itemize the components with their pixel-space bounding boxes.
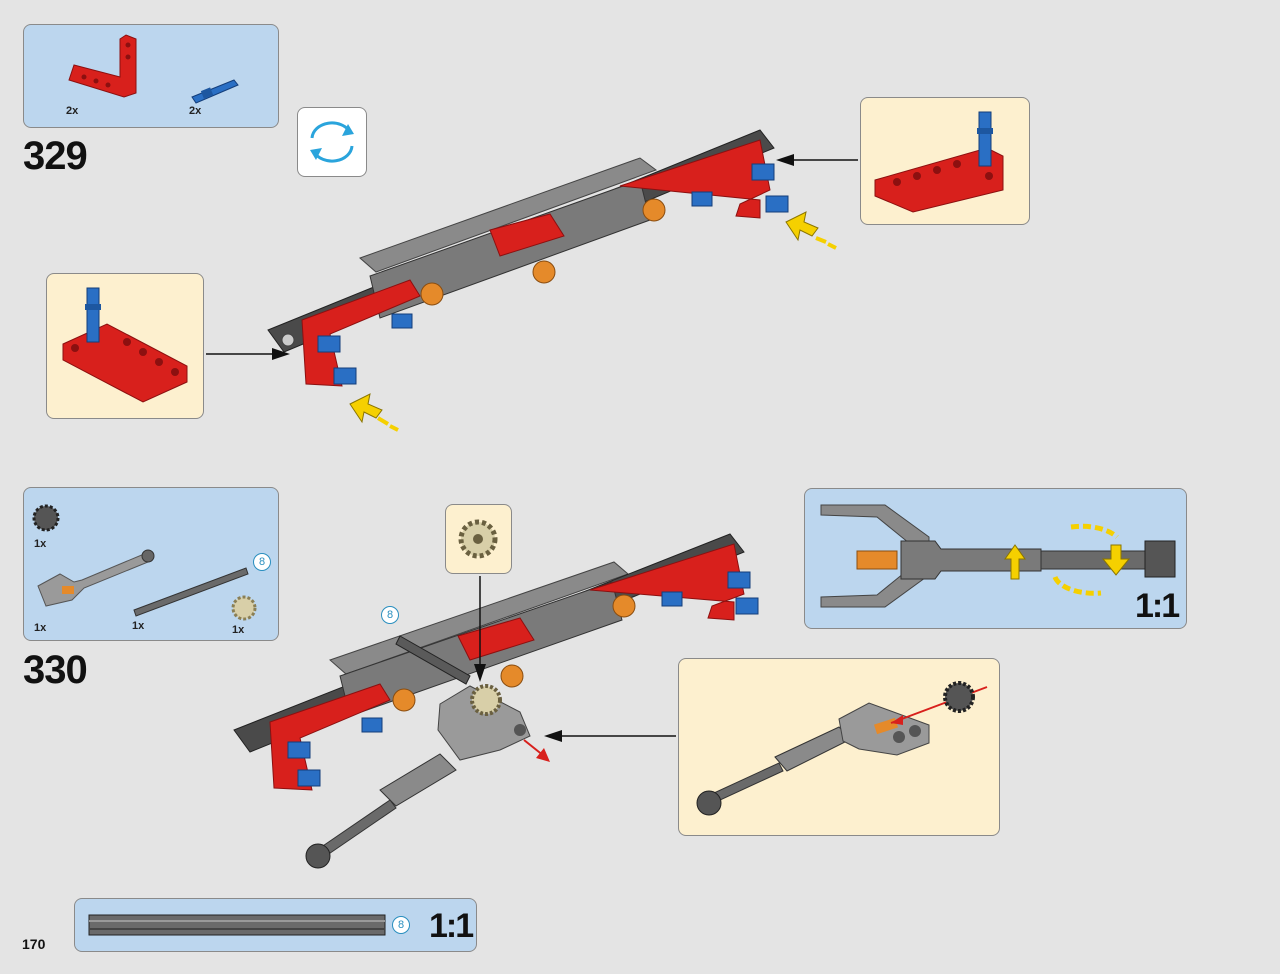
rotate-model-icon: [310, 121, 354, 163]
step-330-model: [233, 533, 759, 869]
grey-axle-art: [88, 914, 386, 936]
tan-gear-qty: 1x: [232, 624, 245, 636]
step-330-parts-art: [32, 504, 257, 621]
red-beam-with-pin-art: [62, 287, 188, 403]
shock-absorber-part: [37, 549, 155, 607]
tan-gear-icon: [458, 519, 498, 559]
dark-gear-qty: 1x: [34, 538, 47, 550]
axle-length-badge: 8: [392, 916, 410, 934]
axle-length-badge: 8: [253, 553, 271, 571]
step-330-number: 330: [23, 648, 88, 692]
shock-absorber-detail-art: [820, 504, 1176, 608]
step-329-callout-left: [46, 273, 204, 419]
axle-ratio-callout: 8 1:1: [74, 898, 477, 952]
shock-absorber-assembly-art: [696, 681, 988, 816]
blue-axle-pin-part: [191, 79, 239, 104]
shock-absorber-qty: 1x: [34, 622, 47, 634]
tan-gear-part: [231, 595, 257, 621]
step-330-parts-list: 1x 1x 1x 1x 8: [23, 487, 279, 641]
arrow-icon: [474, 576, 676, 762]
step-330-gear-callout: [445, 504, 512, 574]
ratio-label: 1:1: [1135, 587, 1180, 625]
grey-axle-qty: 1x: [132, 620, 145, 632]
step-329-number: 329: [23, 134, 88, 178]
arrow-icon: [206, 154, 858, 360]
insert-direction-arrow: [349, 211, 837, 432]
red-l-beam-part: [68, 34, 137, 98]
rotate-model-button[interactable]: [297, 107, 367, 177]
dark-gear-part: [32, 504, 60, 532]
step-329-parts-list: 2x 2x: [23, 24, 279, 128]
step-330-assembly-callout: [678, 658, 1000, 836]
page-number: 170: [22, 936, 46, 952]
step-330-ratio-callout: 1:1: [804, 488, 1187, 629]
blue-axle-pin-qty: 2x: [189, 105, 202, 117]
step-329-callout-right: [860, 97, 1030, 225]
step-329-model: [267, 129, 789, 387]
red-beam-with-pin-art: [874, 111, 1004, 213]
model-axle-length-badge: 8: [381, 606, 399, 624]
red-l-beam-qty: 2x: [66, 105, 79, 117]
axle-ratio-label: 1:1: [429, 907, 474, 945]
step-329-parts-art: [68, 34, 239, 104]
grey-axle-part: [133, 567, 249, 617]
